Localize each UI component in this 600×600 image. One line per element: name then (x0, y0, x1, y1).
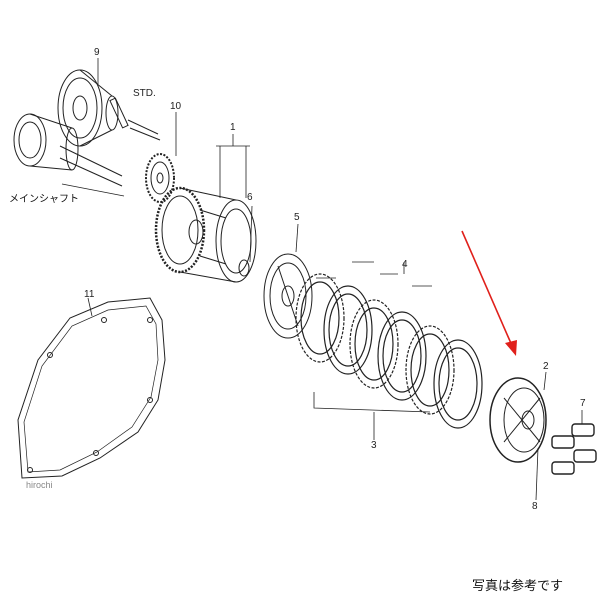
callout-11: 11 (84, 289, 95, 300)
callout-1: 1 (230, 122, 236, 133)
gasket-outline (17, 297, 166, 479)
callout-3: 3 (371, 440, 377, 451)
callout-6: 6 (247, 192, 253, 203)
main-shaft-label: メインシャフト (9, 194, 79, 205)
watermark: hirochi (26, 480, 53, 490)
small-gear (145, 153, 175, 203)
std-pin (109, 97, 161, 141)
callout-9: 9 (94, 47, 100, 58)
callout-7: 7 (580, 398, 586, 409)
thrust-washer (238, 259, 250, 277)
red-indicator-arrow (461, 230, 517, 356)
clutch-plate-stack (295, 273, 483, 429)
callout-10: 10 (170, 101, 182, 112)
callout-5: 5 (294, 212, 300, 223)
callout-2: 2 (543, 361, 549, 372)
pressure-plate (489, 377, 547, 463)
main-shaft (13, 113, 123, 187)
footer-note: 写真は参考です (472, 579, 564, 594)
primary-drive-plate (57, 69, 119, 147)
leader-lines (61, 58, 583, 501)
callout-std: STD. (133, 88, 156, 99)
clutch-springs (551, 423, 597, 475)
callout-4: 4 (402, 259, 408, 270)
clutch-outer-basket (154, 186, 257, 283)
clutch-center (263, 253, 313, 339)
callout-8: 8 (532, 501, 538, 512)
